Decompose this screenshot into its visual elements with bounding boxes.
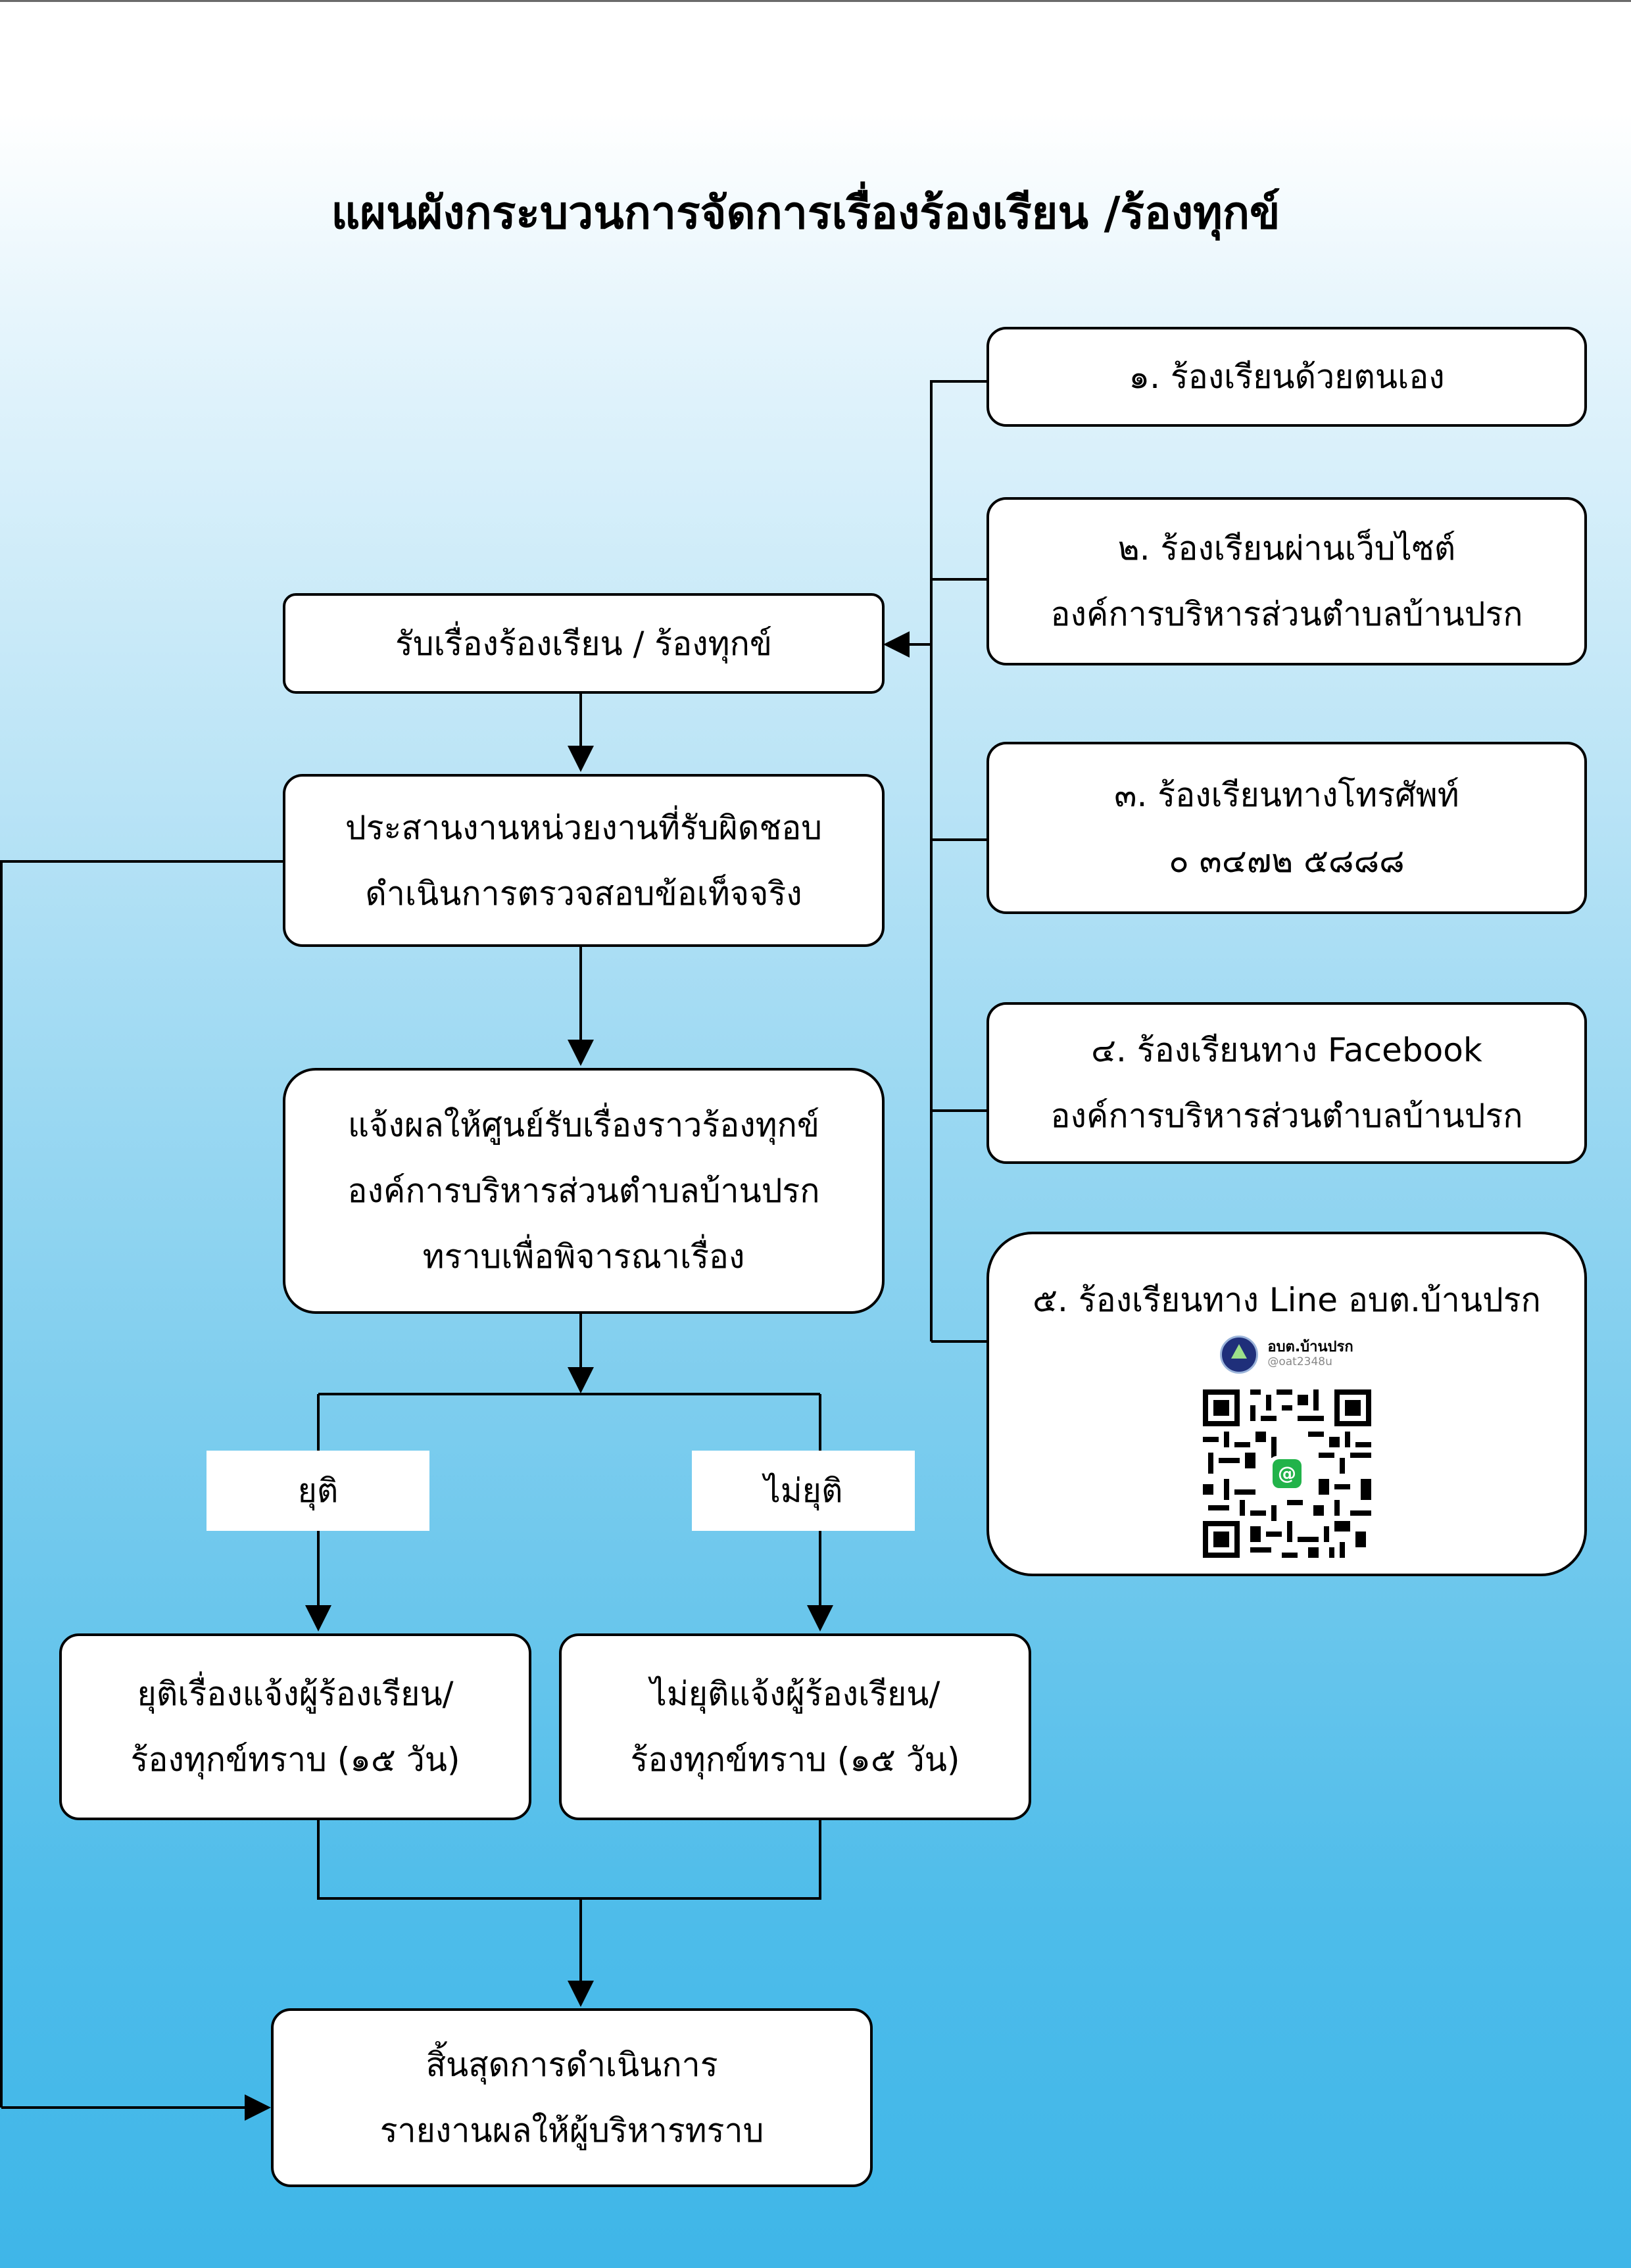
channel-facebook-text-1: ๔. ร้องเรียนทาง Facebook <box>1091 1031 1482 1069</box>
step-unresolved-text-1: ไม่ยุติแจ้งผู้ร้องเรียน/ <box>650 1675 940 1713</box>
channel-walk-in-text: ๑. ร้องเรียนด้วยตนเอง <box>1129 358 1445 396</box>
line-account: อบต.บ้านปรก @oat2348u <box>1220 1336 1353 1374</box>
step-resolved: ยุติเรื่องแจ้งผู้ร้องเรียน/ ร้องทุกข์ทรา… <box>59 1633 531 1820</box>
branch-label-resolved: ยุติ <box>207 1451 429 1531</box>
line-account-id: @oat2348u <box>1267 1355 1332 1368</box>
step-notify-text-2: องค์การบริหารส่วนตำบลบ้านปรก <box>347 1172 820 1210</box>
channel-walk-in: ๑. ร้องเรียนด้วยตนเอง <box>986 327 1587 427</box>
step-notify-text-1: แจ้งผลให้ศูนย์รับเรื่องราวร้องทุกข์ <box>347 1106 820 1144</box>
step-resolved-text-1: ยุติเรื่องแจ้งผู้ร้องเรียน/ <box>137 1675 454 1713</box>
channel-phone-number: ๐ ๓๔๗๒ ๕๘๘๘ <box>1169 842 1405 880</box>
channel-facebook-text-2: องค์การบริหารส่วนตำบลบ้านปรก <box>1050 1097 1523 1135</box>
channel-website-text-1: ๒. ร้องเรียนผ่านเว็บไซต์ <box>1117 529 1456 567</box>
step-receive-text: รับเรื่องร้องเรียน / ร้องทุกข์ <box>395 624 773 663</box>
channel-phone-text-1: ๓. ร้องเรียนทางโทรศัพท์ <box>1114 776 1459 814</box>
channel-phone: ๓. ร้องเรียนทางโทรศัพท์ ๐ ๓๔๗๒ ๕๘๘๘ <box>986 742 1587 914</box>
step-coordinate: ประสานงานหน่วยงานที่รับผิดชอบ ดำเนินการต… <box>283 774 885 947</box>
step-receive: รับเรื่องร้องเรียน / ร้องทุกข์ <box>283 593 885 694</box>
step-unresolved: ไม่ยุติแจ้งผู้ร้องเรียน/ ร้องทุกข์ทราบ (… <box>559 1633 1031 1820</box>
step-end-text-1: สิ้นสุดการดำเนินการ <box>426 2046 718 2084</box>
line-qr-code[interactable]: @ <box>1202 1389 1371 1558</box>
channel-line-text: ๕. ร้องเรียนทาง Line อบต.บ้านปรก <box>1033 1281 1541 1319</box>
channel-line: ๕. ร้องเรียนทาง Line อบต.บ้านปรก อบต.บ้า… <box>986 1232 1587 1576</box>
step-coordinate-text-1: ประสานงานหน่วยงานที่รับผิดชอบ <box>345 808 823 847</box>
step-notify: แจ้งผลให้ศูนย์รับเรื่องราวร้องทุกข์ องค์… <box>283 1068 885 1314</box>
step-coordinate-text-2: ดำเนินการตรวจสอบข้อเท็จจริง <box>365 874 802 913</box>
step-unresolved-text-2: ร้องทุกข์ทราบ (๑๕ วัน) <box>630 1741 960 1779</box>
channel-website: ๒. ร้องเรียนผ่านเว็บไซต์ องค์การบริหารส่… <box>986 497 1587 665</box>
top-border <box>0 0 1631 2</box>
org-logo-icon <box>1220 1336 1259 1374</box>
page-title: แผนผังกระบวนการจัดการเรื่องร้องเรียน /ร้… <box>331 187 1280 239</box>
step-end-text-2: รายงานผลให้ผู้บริหารทราบ <box>379 2111 764 2150</box>
step-notify-text-3: ทราบเพื่อพิจารณาเรื่อง <box>422 1238 745 1276</box>
step-resolved-text-2: ร้องทุกข์ทราบ (๑๕ วัน) <box>130 1741 460 1779</box>
line-account-name: อบต.บ้านปรก <box>1267 1339 1353 1355</box>
step-end: สิ้นสุดการดำเนินการ รายงานผลให้ผู้บริหาร… <box>271 2008 873 2187</box>
channel-website-text-2: องค์การบริหารส่วนตำบลบ้านปรก <box>1050 595 1523 633</box>
channel-facebook: ๔. ร้องเรียนทาง Facebook องค์การบริหารส่… <box>986 1002 1587 1164</box>
svg-text:@: @ <box>1278 1462 1296 1484</box>
branch-label-unresolved: ไม่ยุติ <box>692 1451 915 1531</box>
